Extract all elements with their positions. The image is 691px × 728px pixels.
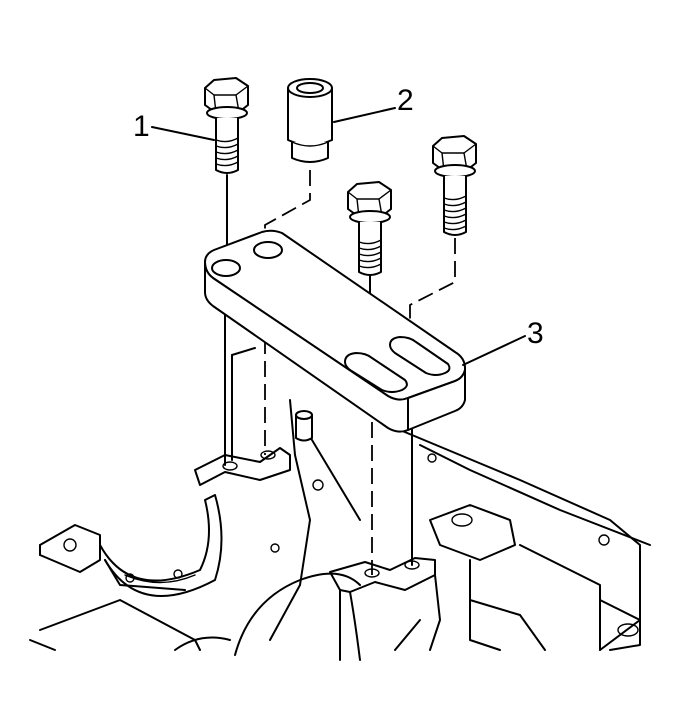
engine-block — [29, 347, 651, 661]
bolt-middle — [347, 181, 392, 276]
callout-1: 1 — [133, 110, 150, 143]
leader-1 — [151, 126, 215, 141]
plate-hole-left — [211, 259, 241, 277]
bolt-1 — [204, 77, 249, 174]
plate-tool — [204, 229, 466, 433]
leader-2 — [333, 107, 396, 123]
callout-2: 2 — [397, 84, 414, 117]
callout-3: 3 — [527, 317, 544, 350]
plate-hole-center — [253, 241, 283, 259]
leader-3 — [462, 335, 526, 366]
plate-slot-rear — [389, 336, 451, 376]
sleeve-2 — [287, 78, 333, 163]
plate-slot-front — [344, 352, 408, 393]
leader-lines — [151, 107, 526, 366]
bolt-right — [432, 135, 477, 236]
